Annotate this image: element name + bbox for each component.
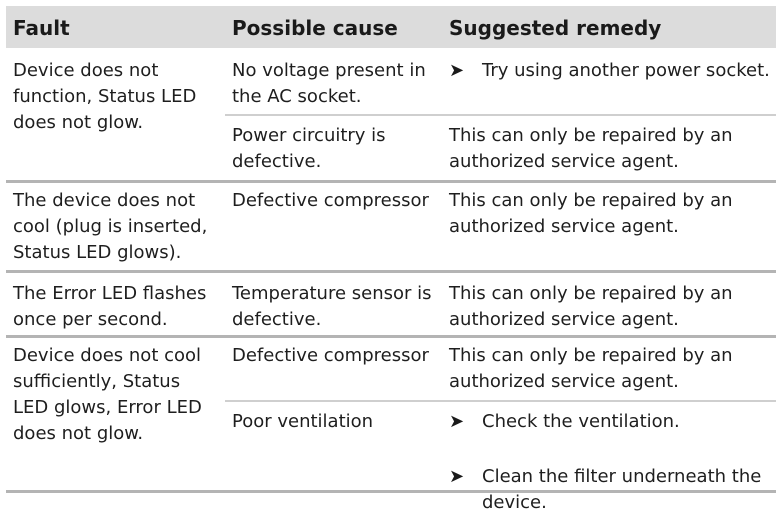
row-divider: [225, 400, 776, 402]
remedy-cell: This can only be repaired by an authoriz…: [449, 283, 733, 330]
remedy-text: Try using another power socket.: [482, 60, 770, 81]
group-divider: [6, 490, 776, 493]
remedy-cell: This can only be repaired by an authoriz…: [449, 125, 733, 172]
group-divider: [6, 180, 776, 183]
remedy-text: Check the ventilation.: [482, 411, 680, 432]
group-divider: [6, 335, 776, 338]
remedy-cell: This can only be repaired by an authoriz…: [449, 190, 733, 237]
fault-cell: The Error LED flashes once per second.: [13, 283, 207, 330]
fault-row: The device does not cool (plug is insert…: [6, 183, 776, 270]
arrow-right-icon: ➤: [449, 60, 465, 81]
troubleshooting-table: Fault Possible cause Suggested remedy De…: [6, 6, 776, 513]
fault-cell: The device does not cool (plug is insert…: [13, 190, 208, 263]
fault-row: Device does not function, Status LED doe…: [6, 48, 776, 180]
cause-cell: Power circuitry is defective.: [232, 125, 386, 172]
remedy-bullet: ➤ Check the ventilation.: [449, 409, 780, 435]
group-divider: [6, 270, 776, 273]
cause-cell: Defective compressor: [232, 190, 429, 211]
cause-cell: No voltage present in the AC socket.: [232, 60, 426, 107]
arrow-right-icon: ➤: [449, 411, 465, 432]
header-fault: Fault: [13, 16, 70, 40]
cause-cell: Defective compressor: [232, 345, 429, 366]
header-possible-cause: Possible cause: [232, 16, 398, 40]
fault-cell: Device does not function, Status LED doe…: [13, 60, 197, 133]
row-divider: [225, 114, 776, 116]
table-header: Fault Possible cause Suggested remedy: [6, 6, 776, 48]
arrow-right-icon: ➤: [449, 466, 465, 487]
fault-cell: Device does not cool sufficiently, Statu…: [13, 345, 202, 444]
fault-row: The Error LED flashes once per second. T…: [6, 273, 776, 335]
cause-cell: Poor ventilation: [232, 411, 374, 432]
fault-row: Device does not cool sufficiently, Statu…: [6, 338, 776, 513]
cause-cell: Temperature sensor is defective.: [232, 283, 432, 330]
header-suggested-remedy: Suggested remedy: [449, 16, 662, 40]
remedy-bullet: ➤ Try using another power socket.: [449, 58, 780, 84]
remedy-cell: This can only be repaired by an authoriz…: [449, 345, 733, 392]
